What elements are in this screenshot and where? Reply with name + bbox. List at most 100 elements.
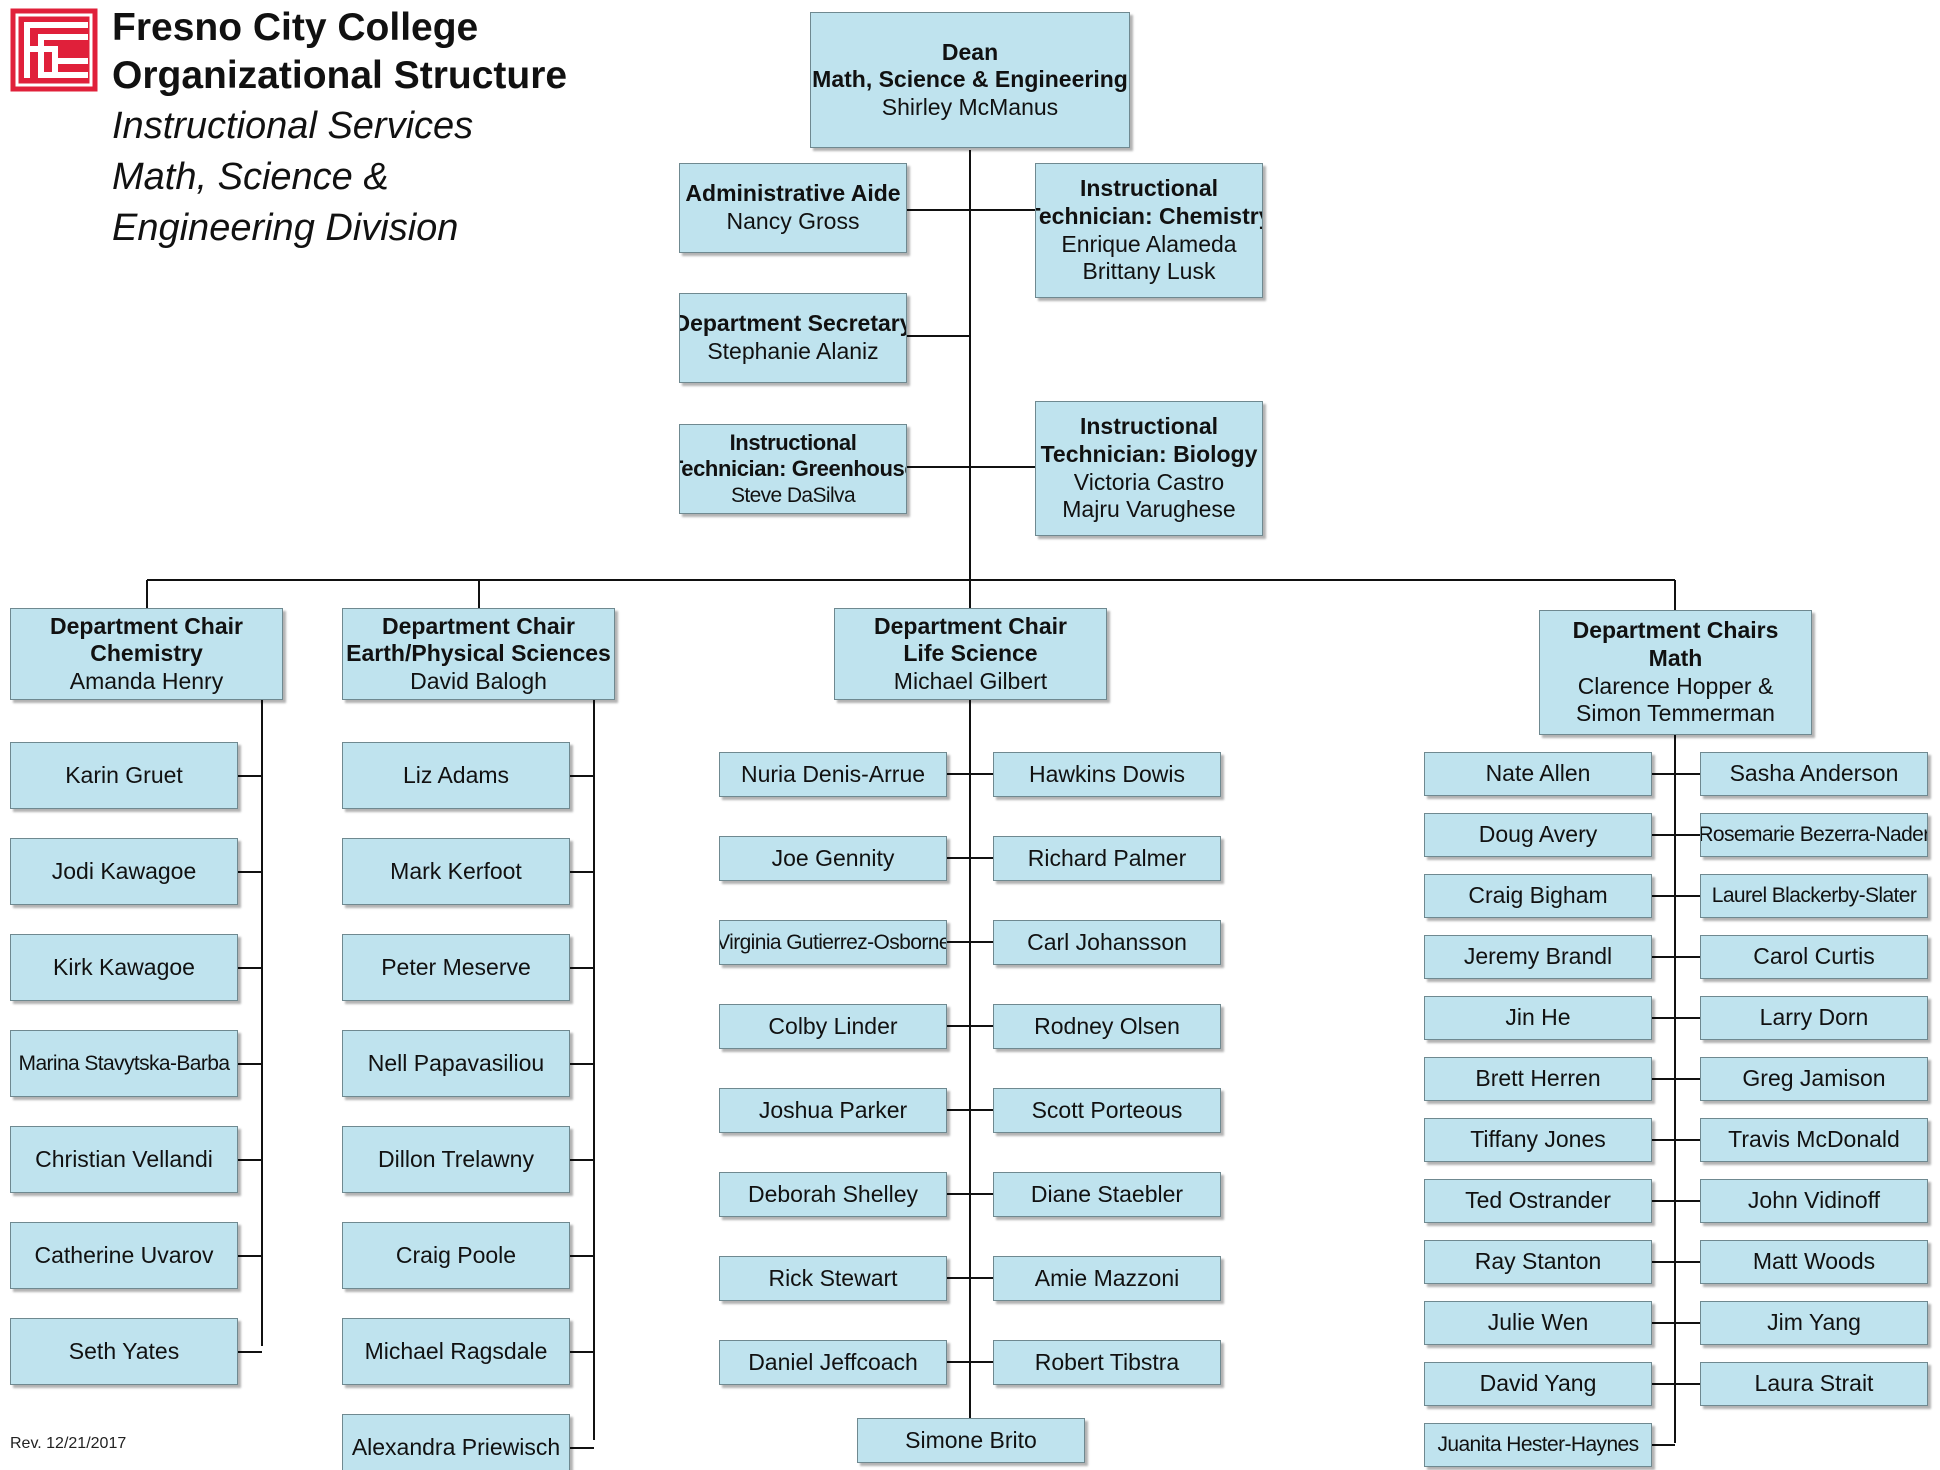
faculty-name: Amie Mazzoni (1034, 1264, 1180, 1291)
faculty-name: Jeremy Brandl (1463, 943, 1613, 970)
math-faculty-box: Laurel Blackerby-Slater (1700, 874, 1928, 918)
chair-earth-title: Department Chair (382, 612, 575, 639)
math-faculty-box: Brett Herren (1424, 1057, 1652, 1101)
earth-faculty-box: Michael Ragsdale (342, 1318, 570, 1385)
math-faculty-box: Sasha Anderson (1700, 752, 1928, 796)
chair-life-dept: Life Science (903, 640, 1038, 667)
faculty-name: Kirk Kawagoe (53, 953, 195, 980)
chair-earth-dept: Earth/Physical Sciences (346, 640, 611, 667)
org-name: Fresno City College (112, 6, 479, 49)
chair-math-title: Department Chairs (1572, 617, 1779, 644)
faculty-name: Sasha Anderson (1729, 760, 1899, 787)
life-science-faculty-box: Colby Linder (719, 1004, 947, 1049)
faculty-name: Laurel Blackerby-Slater (1711, 884, 1917, 908)
faculty-name: Marina Stavytska-Barba (18, 1051, 230, 1075)
math-faculty-box: Tiffany Jones (1424, 1118, 1652, 1162)
math-faculty-box: Craig Bigham (1424, 874, 1652, 918)
faculty-name: Joshua Parker (758, 1096, 908, 1123)
life-science-faculty-box: Simone Brito (857, 1418, 1085, 1463)
faculty-name: Jodi Kawagoe (51, 857, 197, 884)
chemistry-faculty-box: Karin Gruet (10, 742, 238, 809)
faculty-name: Rosemarie Bezerra-Nader (1700, 823, 1928, 847)
faculty-name: Peter Meserve (381, 953, 531, 980)
earth-faculty-box: Liz Adams (342, 742, 570, 809)
faculty-name: Diane Staebler (1030, 1180, 1184, 1207)
faculty-name: Juanita Hester-Haynes (1437, 1433, 1640, 1457)
earth-faculty-box: Mark Kerfoot (342, 838, 570, 905)
math-faculty-box: Jeremy Brandl (1424, 935, 1652, 979)
chemistry-faculty-box: Seth Yates (10, 1318, 238, 1385)
chair-life-title: Department Chair (874, 612, 1067, 639)
tech-greenhouse-box: Instructional Technician: Greenhouse Ste… (679, 424, 907, 514)
faculty-name: Rodney Olsen (1034, 1012, 1180, 1039)
tech-greenhouse-name: Steve DaSilva (730, 483, 856, 507)
life-science-faculty-box: Nuria Denis-Arrue (719, 752, 947, 797)
faculty-name: Carl Johansson (1027, 928, 1187, 955)
earth-faculty-box: Nell Papavasiliou (342, 1030, 570, 1097)
org-subtitle: Organizational Structure (112, 53, 568, 97)
math-faculty-box: Ted Ostrander (1424, 1179, 1652, 1223)
faculty-name: Tiffany Jones (1470, 1126, 1606, 1153)
tech-chemistry-title-1: Instructional (1079, 175, 1218, 202)
faculty-name: Virginia Gutierrez-Osborne (719, 930, 947, 954)
dean-box: Dean Math, Science & Engineering Shirley… (810, 12, 1130, 148)
faculty-name: Ray Stanton (1474, 1248, 1602, 1275)
math-faculty-box: Carol Curtis (1700, 935, 1928, 979)
faculty-name: Seth Yates (68, 1337, 180, 1364)
faculty-name: Doug Avery (1478, 821, 1598, 848)
chair-math-name-2: Simon Temmerman (1576, 700, 1775, 727)
math-faculty-box: David Yang (1424, 1362, 1652, 1406)
math-faculty-box: Ray Stanton (1424, 1240, 1652, 1284)
chart-title: Fresno City College Organizational Struc… (112, 4, 567, 99)
faculty-name: Joe Gennity (771, 844, 895, 871)
faculty-name: Hawkins Dowis (1029, 760, 1185, 787)
faculty-name: Jim Yang (1767, 1309, 1861, 1336)
faculty-name: Craig Bigham (1468, 882, 1608, 909)
life-science-faculty-box: Joshua Parker (719, 1088, 947, 1133)
chemistry-faculty-box: Catherine Uvarov (10, 1222, 238, 1289)
faculty-name: Rick Stewart (768, 1264, 898, 1291)
tech-biology-title-2: Technician: Biology (1040, 440, 1258, 467)
college-logo-icon (10, 8, 98, 92)
math-faculty-box: Julie Wen (1424, 1301, 1652, 1345)
faculty-name: Christian Vellandi (35, 1145, 213, 1172)
dean-title: Dean (941, 38, 999, 65)
faculty-name: Simone Brito (905, 1426, 1037, 1453)
dept-secretary-title: Department Secretary (679, 310, 907, 337)
division-line-2: Math, Science & (112, 156, 389, 198)
faculty-name: David Yang (1479, 1370, 1597, 1397)
faculty-name: Liz Adams (402, 761, 510, 788)
faculty-name: Craig Poole (395, 1241, 517, 1268)
faculty-name: Larry Dorn (1759, 1004, 1869, 1031)
tech-biology-title-1: Instructional (1079, 413, 1218, 440)
chemistry-faculty-box: Kirk Kawagoe (10, 934, 238, 1001)
chair-chemistry-title: Department Chair (50, 612, 243, 639)
tech-chemistry-name-1: Enrique Alameda (1061, 230, 1237, 257)
revision-date: Rev. 12/21/2017 (10, 1435, 127, 1452)
math-faculty-box: Travis McDonald (1700, 1118, 1928, 1162)
faculty-name: Richard Palmer (1027, 844, 1187, 871)
chair-life-box: Department Chair Life Science Michael Gi… (834, 608, 1107, 700)
chemistry-faculty-box: Jodi Kawagoe (10, 838, 238, 905)
faculty-name: Nell Papavasiliou (367, 1049, 545, 1076)
math-faculty-box: Juanita Hester-Haynes (1424, 1423, 1652, 1467)
faculty-name: Travis McDonald (1728, 1126, 1900, 1153)
faculty-name: Julie Wen (1487, 1309, 1589, 1336)
tech-greenhouse-title-2: Technician: Greenhouse (679, 456, 907, 482)
math-faculty-box: Matt Woods (1700, 1240, 1928, 1284)
admin-aide-box: Administrative Aide Nancy Gross (679, 163, 907, 253)
faculty-name: Brett Herren (1475, 1065, 1601, 1092)
chair-earth-name: David Balogh (410, 667, 547, 694)
tech-biology-box: Instructional Technician: Biology Victor… (1035, 401, 1263, 536)
dept-secretary-box: Department Secretary Stephanie Alaniz (679, 293, 907, 383)
life-science-faculty-box: Deborah Shelley (719, 1172, 947, 1217)
math-faculty-box: Larry Dorn (1700, 996, 1928, 1040)
faculty-name: Greg Jamison (1742, 1065, 1886, 1092)
chair-math-name-1: Clarence Hopper & (1577, 672, 1774, 699)
life-science-faculty-box: Joe Gennity (719, 836, 947, 881)
math-faculty-box: Nate Allen (1424, 752, 1652, 796)
tech-chemistry-box: Instructional Technician: Chemistry Enri… (1035, 163, 1263, 298)
faculty-name: Nate Allen (1485, 760, 1591, 787)
faculty-name: John Vidinoff (1747, 1187, 1881, 1214)
